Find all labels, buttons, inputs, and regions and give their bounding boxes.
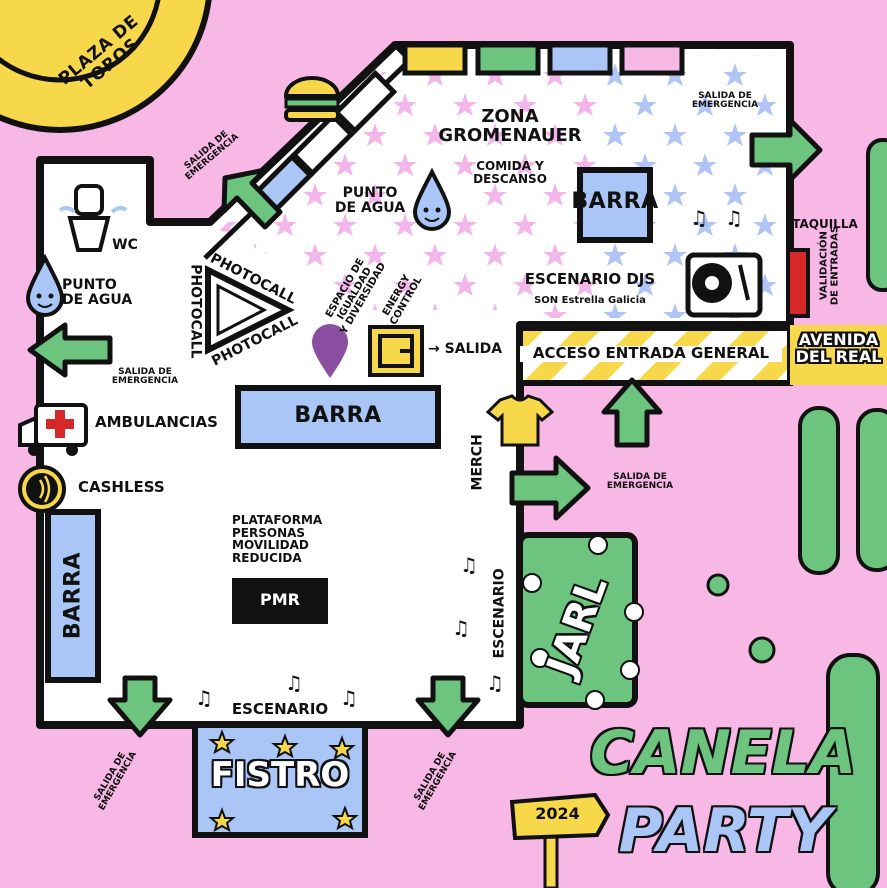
- cashless-icon: [18, 465, 66, 513]
- barra-main-box: [235, 385, 441, 449]
- water-drop-icon: [412, 167, 452, 231]
- fistro-label: FISTRO: [210, 755, 350, 795]
- location-pin-icon: [312, 324, 348, 378]
- toilet-icon: [58, 184, 128, 252]
- validacion-label: VALIDACIÓN DE ENTRADAS: [818, 225, 841, 306]
- escenario-djs-label: ESCENARIO DJS: [524, 270, 656, 288]
- burger-icon: [283, 76, 341, 122]
- ambulancias-label: AMBULANCIAS: [95, 413, 218, 431]
- photocall-triangle: [205, 265, 295, 355]
- plataforma-label: PLATAFORMA PERSONAS MOVILIDAD REDUCIDA: [232, 513, 323, 565]
- salida-emergencia-3: SALIDA DE EMERGENCIA: [111, 367, 179, 387]
- merch-label: MERCH: [469, 434, 486, 491]
- event-title-line2: PARTY: [618, 796, 832, 866]
- taquilla-label: TAQUILLA: [792, 217, 858, 231]
- event-title-line1: CANELA: [590, 718, 857, 788]
- salida-emergencia-4: SALIDA DE EMERGENCIA: [606, 472, 674, 492]
- tshirt-icon: [485, 394, 555, 447]
- taquilla-box: [786, 248, 810, 318]
- zona-gromenauer-subtitle: COMIDA Y DESCANSO: [473, 159, 547, 186]
- svg-text:♫: ♫: [340, 686, 358, 710]
- turntable-icon: [685, 252, 763, 318]
- svg-text:♫: ♫: [452, 616, 470, 640]
- svg-text:♫: ♫: [460, 553, 478, 577]
- barra-zona-label: BARRA: [571, 189, 659, 214]
- svg-text:♫: ♫: [690, 206, 708, 230]
- avenida-label: AVENIDA DEL REAL: [795, 330, 882, 366]
- music-notes: ♫ ♫ ♫ ♫ ♫ ♫ ♫ ♫: [195, 206, 743, 710]
- barra-zona-box: [577, 167, 653, 243]
- zona-gromenauer-title: ZONA GROMENAUER: [438, 106, 582, 146]
- energy-control-icon: [368, 325, 424, 377]
- punto-agua-1-label: PUNTO DE AGUA: [334, 185, 406, 216]
- water-drop-icon-2: [25, 253, 65, 317]
- salida-label: → SALIDA: [428, 341, 503, 357]
- ambulance-icon: [18, 403, 88, 456]
- plaza-de-toros: [0, 0, 212, 133]
- top-stalls: [402, 42, 685, 76]
- svg-text:♫: ♫: [725, 206, 743, 230]
- svg-text:♫: ♫: [486, 671, 504, 695]
- trees: [798, 138, 887, 888]
- cashless-label: CASHLESS: [78, 478, 165, 496]
- exit-arrows: [27, 117, 823, 738]
- photocall-label-side: PHOTOCALL: [187, 264, 204, 359]
- acceso-label: ACCESO ENTRADA GENERAL: [520, 345, 782, 362]
- barra-left-box: [45, 509, 101, 683]
- barra-main-label: BARRA: [294, 403, 382, 428]
- pmr-box: [232, 578, 328, 624]
- escenario-vertical-label: ESCENARIO: [491, 568, 508, 659]
- wc-label: WC: [112, 237, 138, 253]
- sponsor-label: SON Estrella Galicia: [534, 295, 646, 306]
- salida-emergencia-2: SALIDA DE EMERGENCIA: [691, 91, 759, 111]
- year-sign: [509, 792, 611, 888]
- svg-text:♫: ♫: [195, 686, 213, 710]
- svg-text:♫: ♫: [285, 671, 303, 695]
- pmr-label: PMR: [260, 590, 300, 609]
- event-year: 2024: [535, 804, 580, 823]
- escenario-horizontal-label: ESCENARIO: [231, 700, 329, 718]
- barra-left-label: BARRA: [60, 551, 86, 640]
- punto-agua-2-label: PUNTO DE AGUA: [62, 277, 133, 308]
